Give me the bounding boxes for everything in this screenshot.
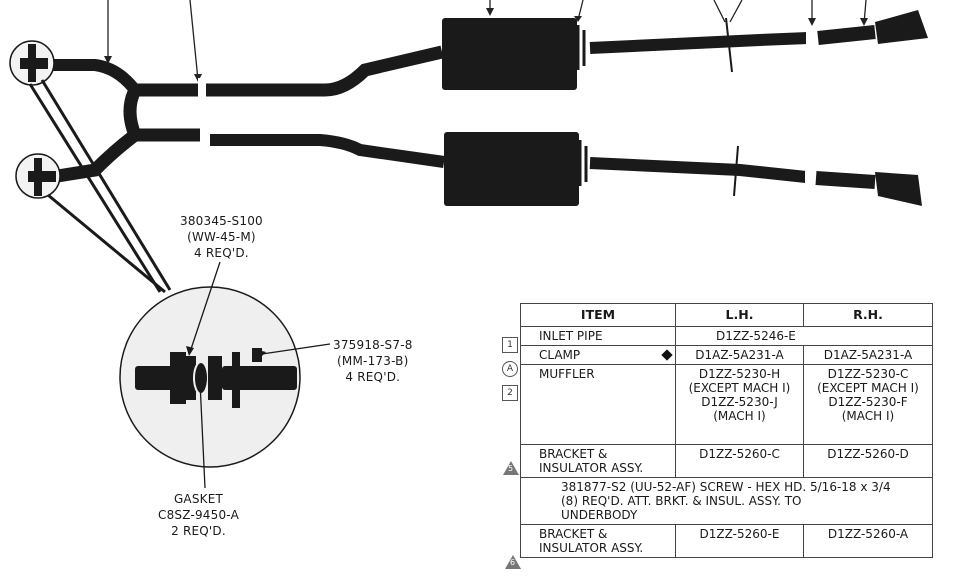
row-lh: D1ZZ-5260-C [675, 444, 804, 478]
header-rh: R.H. [803, 303, 933, 327]
row-rh: D1ZZ-5230-C (EXCEPT MACH I) D1ZZ-5230-F … [803, 364, 933, 445]
gasket-part-number: C8SZ-9450-A [158, 508, 239, 522]
marker-item-a: A [502, 361, 518, 377]
table-row: MUFFLER D1ZZ-5230-H (EXCEPT MACH I) D1ZZ… [520, 364, 933, 445]
lower-exhaust-pipe [135, 128, 876, 189]
row-lh: D1ZZ-5230-H (EXCEPT MACH I) D1ZZ-5230-J … [675, 364, 804, 445]
arrow-heads [104, 8, 868, 82]
row-lh: D1ZZ-5246-E [675, 326, 933, 346]
row-item: BRACKET & INSULATOR ASSY. [520, 524, 676, 558]
table-row: BRACKET & INSULATOR ASSY. D1ZZ-5260-E D1… [520, 524, 933, 558]
table-row: CLAMP D1AZ-5A231-A D1AZ-5A231-A [520, 345, 933, 365]
lower-tailpipe-tip [875, 172, 922, 206]
marker-item-5: 5 [503, 461, 519, 475]
detail-leader-lines [189, 261, 331, 489]
upper-muffler [442, 18, 577, 90]
upper-exhaust-pipe [40, 25, 876, 97]
row-lh: D1ZZ-5260-E [675, 524, 804, 558]
upper-tailpipe-tip [875, 10, 928, 44]
row-lh: D1AZ-5A231-A [675, 345, 804, 365]
bolt-callout-label: 380345-S100 (WW-45-M) 4 REQ'D. [180, 213, 263, 261]
row-item: MUFFLER [520, 364, 676, 445]
nut-callout-label: 375918-S7-8 (MM-173-B) 4 REQ'D. [333, 337, 413, 385]
row-item: CLAMP [520, 345, 676, 365]
nut-quantity: 4 REQ'D. [345, 370, 401, 384]
gasket-callout-label: GASKET C8SZ-9450-A 2 REQ'D. [158, 491, 239, 539]
pipe-gaps [198, 26, 816, 190]
parts-table: ITEM L.H. R.H. INLET PIPE D1ZZ-5246-E CL… [520, 303, 933, 558]
table-row: INLET PIPE D1ZZ-5246-E [520, 326, 933, 346]
header-lh: L.H. [675, 303, 804, 327]
detail-callout-lines [28, 79, 172, 294]
bolt-code: (WW-45-M) [187, 230, 256, 244]
table-note-row: 381877-S2 (UU-52-AF) SCREW - HEX HD. 5/1… [520, 477, 933, 525]
marker-item-2: 2 [502, 385, 518, 401]
lower-flange-circle [15, 153, 61, 199]
row-rh: D1ZZ-5260-A [803, 524, 933, 558]
nut-part-number: 375918-S7-8 [333, 338, 413, 352]
top-leader-lines [107, 0, 867, 81]
table-header-row: ITEM L.H. R.H. [520, 303, 933, 327]
marker-item-6: 6 [505, 555, 521, 569]
detail-view-circle [119, 286, 301, 468]
header-item: ITEM [520, 303, 676, 327]
row-rh: D1AZ-5A231-A [803, 345, 933, 365]
y-pipe [43, 87, 142, 185]
detail-arrow-heads [186, 346, 266, 358]
gasket-quantity: 2 REQ'D. [171, 524, 226, 538]
nut-code: (MM-173-B) [337, 354, 409, 368]
marker-item-1: 1 [502, 337, 518, 353]
upper-flange-circle [9, 40, 55, 86]
diamond-icon [661, 349, 673, 361]
row-item: BRACKET & INSULATOR ASSY. [520, 444, 676, 478]
row-rh: D1ZZ-5260-D [803, 444, 933, 478]
gasket-name: GASKET [173, 492, 224, 506]
lower-muffler [444, 132, 579, 206]
screw-note: 381877-S2 (UU-52-AF) SCREW - HEX HD. 5/1… [520, 477, 933, 525]
row-item: INLET PIPE [520, 326, 676, 346]
table-row: BRACKET & INSULATOR ASSY. D1ZZ-5260-C D1… [520, 444, 933, 478]
clamps [725, 17, 739, 197]
bolt-quantity: 4 REQ'D. [194, 246, 249, 260]
muffler-flanges [576, 25, 588, 186]
bolt-part-number: 380345-S100 [180, 214, 263, 228]
